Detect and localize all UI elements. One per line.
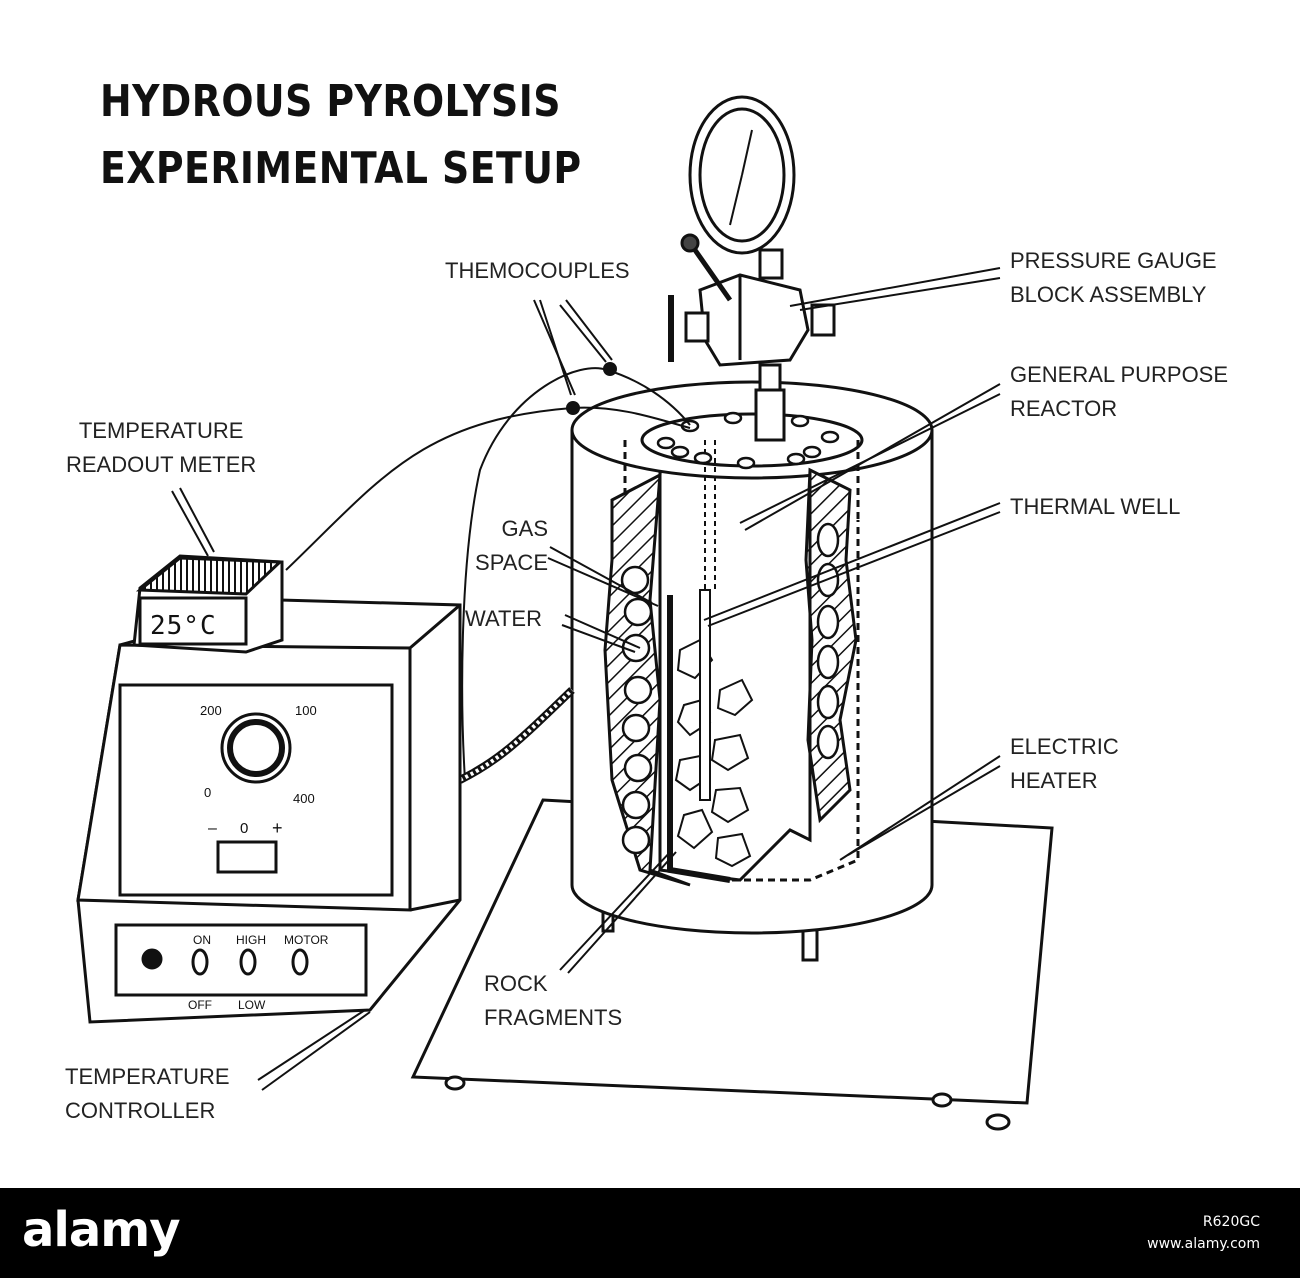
switch-high-label: HIGH: [236, 933, 266, 947]
reactor-cutaway: [603, 440, 860, 887]
diagram-title-line1: HYDROUS PYROLYSIS: [100, 76, 561, 127]
label-thermal-well: THERMAL WELL: [1010, 494, 1181, 519]
brand-logo: alamy: [22, 1202, 181, 1258]
meter-scale-plus: +: [272, 818, 283, 838]
thermocouple-junction: [566, 401, 580, 415]
image-id: R620GC: [1202, 1214, 1260, 1230]
brand-url: www.alamy.com: [1147, 1236, 1260, 1252]
lid-bolts: [656, 411, 840, 470]
temperature-readout-meter: [132, 554, 284, 654]
temperature-readout: 25°C: [150, 611, 217, 641]
label-reactor: GENERAL PURPOSE REACTOR: [1010, 362, 1229, 421]
meter-scale-zero: 0: [240, 820, 249, 837]
switch-on-label: ON: [193, 933, 211, 947]
diagram-title-line2: EXPERIMENTAL SETUP: [100, 143, 582, 194]
label-gas-space: GAS SPACE: [475, 516, 548, 575]
thermocouple-wires: [285, 367, 691, 784]
dial-tick-100: 100: [295, 703, 317, 718]
meter-scale-minus: –: [208, 820, 217, 837]
dial-tick-200: 200: [200, 703, 222, 718]
label-rock-fragments: ROCK FRAGMENTS: [484, 971, 623, 1030]
label-leaders: [171, 267, 1001, 1091]
label-electric-heater: ELECTRIC HEATER: [1010, 734, 1119, 793]
label-pressure-gauge: PRESSURE GAUGE BLOCK ASSEMBLY: [1010, 248, 1217, 307]
temperature-controller: [76, 598, 462, 1024]
watermark-footer: alamy R620GC www.alamy.com: [0, 1188, 1300, 1278]
label-thermocouples: THEMOCOUPLES: [445, 258, 630, 283]
switch-low-label: LOW: [238, 998, 266, 1012]
dial-tick-400: 400: [293, 791, 315, 806]
switch-motor-label: MOTOR: [284, 933, 329, 947]
switch-off-label: OFF: [188, 998, 212, 1012]
dial-tick-0: 0: [204, 785, 212, 800]
thermocouple-junction: [603, 362, 617, 376]
apparatus-drawing: [76, 95, 1054, 1131]
pressure-gauge-assembly: [668, 95, 836, 442]
label-readout-meter: TEMPERATURE READOUT METER: [66, 418, 257, 477]
label-controller: TEMPERATURE CONTROLLER: [65, 1064, 230, 1123]
label-water: WATER: [465, 606, 542, 631]
